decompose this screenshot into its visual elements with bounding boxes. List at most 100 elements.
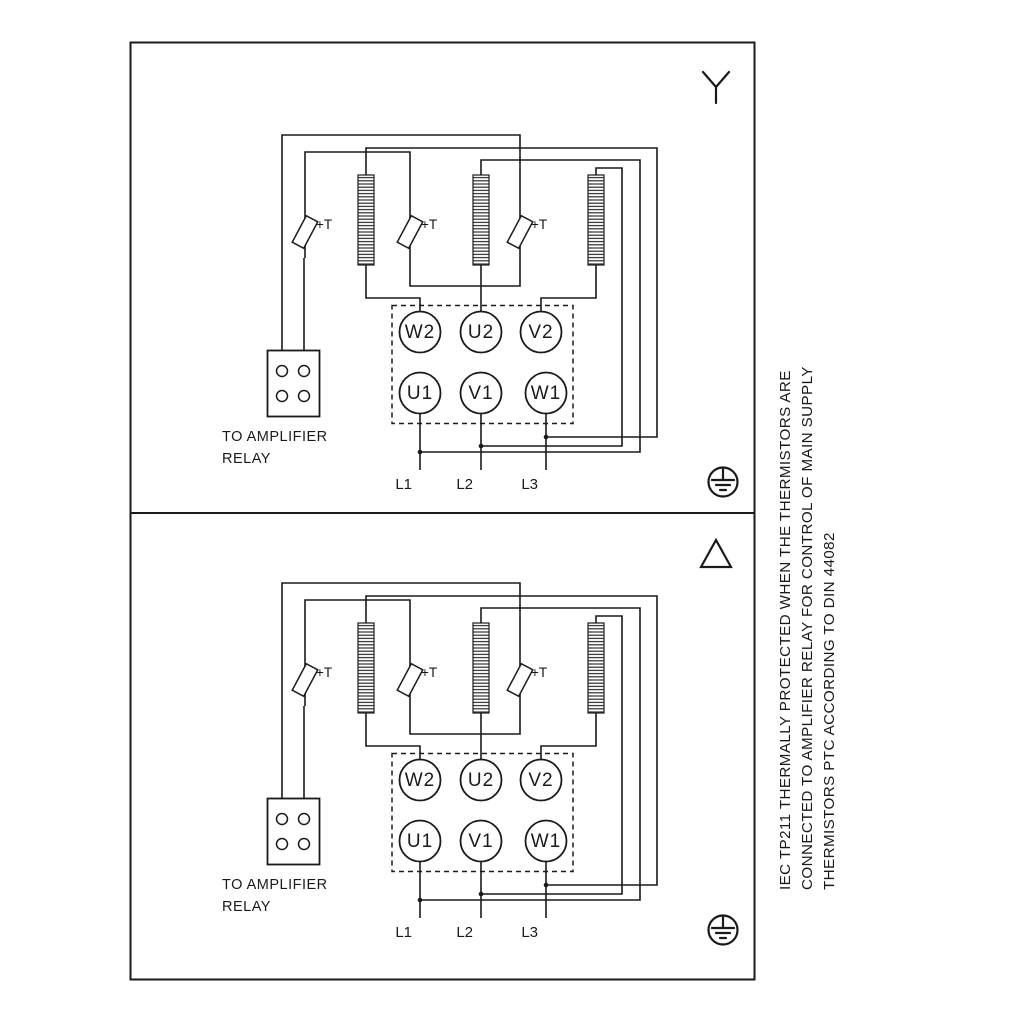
relay-caption-line2: RELAY — [222, 899, 271, 915]
relay-pin — [275, 812, 289, 826]
thermistor-icon — [506, 214, 534, 250]
wire-thermistor2-thermistor3 — [409, 258, 521, 287]
relay-caption-line1: TO AMPLIFIER — [222, 877, 328, 893]
winding-coil-1 — [357, 174, 375, 266]
relay-pin — [275, 389, 289, 403]
terminal-v2: V2 — [519, 310, 563, 354]
winding-coil-2 — [472, 622, 490, 714]
junction-dot — [543, 434, 549, 440]
star-connection-icon — [701, 70, 731, 105]
terminal-label: W1 — [531, 383, 562, 404]
terminal-label: V2 — [528, 322, 553, 343]
winding-coil-3 — [587, 622, 605, 714]
terminal-u2: U2 — [459, 310, 503, 354]
drawing-frame — [129, 41, 756, 981]
relay-pin — [297, 389, 311, 403]
relay-caption-line1: TO AMPLIFIER — [222, 429, 328, 445]
thermistor-icon — [396, 214, 424, 250]
relay-pin — [275, 837, 289, 851]
thermistor-2: +T — [396, 206, 437, 258]
terminal-w1: W1 — [524, 371, 568, 415]
wire-coil1-to-w2 — [365, 265, 421, 311]
wire-thermistor1-thermistor2 — [304, 599, 411, 654]
terminal-label: W1 — [531, 831, 562, 852]
note-line-3: THERMISTORS PTC ACCORDING TO DIN 44082 — [821, 532, 838, 890]
thermistor-3: +T — [506, 206, 547, 258]
wire-coil1-to-w1 — [365, 595, 658, 886]
thermistor-2: +T — [396, 654, 437, 706]
supply-label-l3: L3 — [521, 476, 538, 493]
terminal-w1: W1 — [524, 819, 568, 863]
thermistor-1: +T — [291, 654, 332, 706]
thermistor-label: +T — [421, 217, 437, 232]
wire-coil3-to-v1 — [481, 615, 623, 895]
supply-label-l2: L2 — [456, 476, 473, 493]
note-line-2: CONNECTED TO AMPLIFIER RELAY FOR CONTROL… — [799, 366, 816, 890]
terminal-label: W2 — [405, 322, 436, 343]
terminal-board — [391, 304, 574, 425]
thermistor-label: +T — [316, 217, 332, 232]
supply-label-l3: L3 — [521, 924, 538, 941]
thermistor-label: +T — [531, 665, 547, 680]
wire-coil1-to-w1 — [365, 147, 658, 438]
junction-dot — [417, 897, 423, 903]
terminal-w2: W2 — [398, 310, 442, 354]
thermistor-icon — [291, 214, 319, 250]
terminal-v1: V1 — [459, 819, 503, 863]
terminal-label: U1 — [407, 383, 433, 404]
terminal-board — [391, 752, 574, 873]
winding-coil-3 — [587, 174, 605, 266]
terminal-label: V2 — [528, 770, 553, 791]
relay-pin — [275, 364, 289, 378]
winding-coil-1 — [357, 622, 375, 714]
supply-label-l2: L2 — [456, 924, 473, 941]
delta-connection-icon — [699, 537, 733, 569]
terminal-label: W2 — [405, 770, 436, 791]
thermistor-icon — [396, 662, 424, 698]
junction-dot — [478, 443, 484, 449]
wire-coil2-to-u1 — [420, 159, 641, 453]
terminal-v2: V2 — [519, 758, 563, 802]
thermistor-1: +T — [291, 206, 332, 258]
side-note: IEC TP211 THERMALLY PROTECTED WHEN THE T… — [777, 366, 838, 890]
relay-pin — [297, 364, 311, 378]
terminal-u1: U1 — [398, 371, 442, 415]
note-line-1: IEC TP211 THERMALLY PROTECTED WHEN THE T… — [777, 370, 794, 890]
thermistor-icon — [506, 662, 534, 698]
wire-coil3-to-v2 — [540, 713, 597, 759]
terminal-label: U2 — [468, 770, 494, 791]
junction-dot — [478, 891, 484, 897]
wire-coil1-to-w2 — [365, 713, 421, 759]
wire-coil2-to-u1 — [420, 607, 641, 901]
wire-coil3-to-v2 — [540, 265, 597, 311]
amplifier-relay-connector — [266, 797, 321, 866]
winding-coil-2 — [472, 174, 490, 266]
panel-star: +T +T +T W2 U2 V2 U1 — [222, 70, 739, 498]
thermistor-icon — [291, 662, 319, 698]
terminal-label: U1 — [407, 831, 433, 852]
terminal-label: U2 — [468, 322, 494, 343]
relay-caption-line2: RELAY — [222, 451, 271, 467]
thermistor-3: +T — [506, 654, 547, 706]
earth-ground-icon — [707, 466, 739, 498]
amplifier-relay-connector — [266, 349, 321, 418]
terminal-label: V1 — [468, 383, 493, 404]
terminal-v1: V1 — [459, 371, 503, 415]
wire-thermistor1-thermistor2 — [304, 151, 411, 206]
wire-relay-to-thermistor3 — [281, 134, 521, 350]
wire-relay-to-thermistor3 — [281, 582, 521, 798]
terminal-u2: U2 — [459, 758, 503, 802]
thermistor-label: +T — [531, 217, 547, 232]
supply-label-l1: L1 — [395, 476, 412, 493]
relay-pin — [297, 812, 311, 826]
wire-coil3-to-v1 — [481, 167, 623, 447]
supply-label-l1: L1 — [395, 924, 412, 941]
earth-ground-icon — [707, 914, 739, 946]
thermistor-label: +T — [316, 665, 332, 680]
relay-pin — [297, 837, 311, 851]
terminal-label: V1 — [468, 831, 493, 852]
junction-dot — [417, 449, 423, 455]
wire-thermistor2-thermistor3 — [409, 706, 521, 735]
terminal-u1: U1 — [398, 819, 442, 863]
